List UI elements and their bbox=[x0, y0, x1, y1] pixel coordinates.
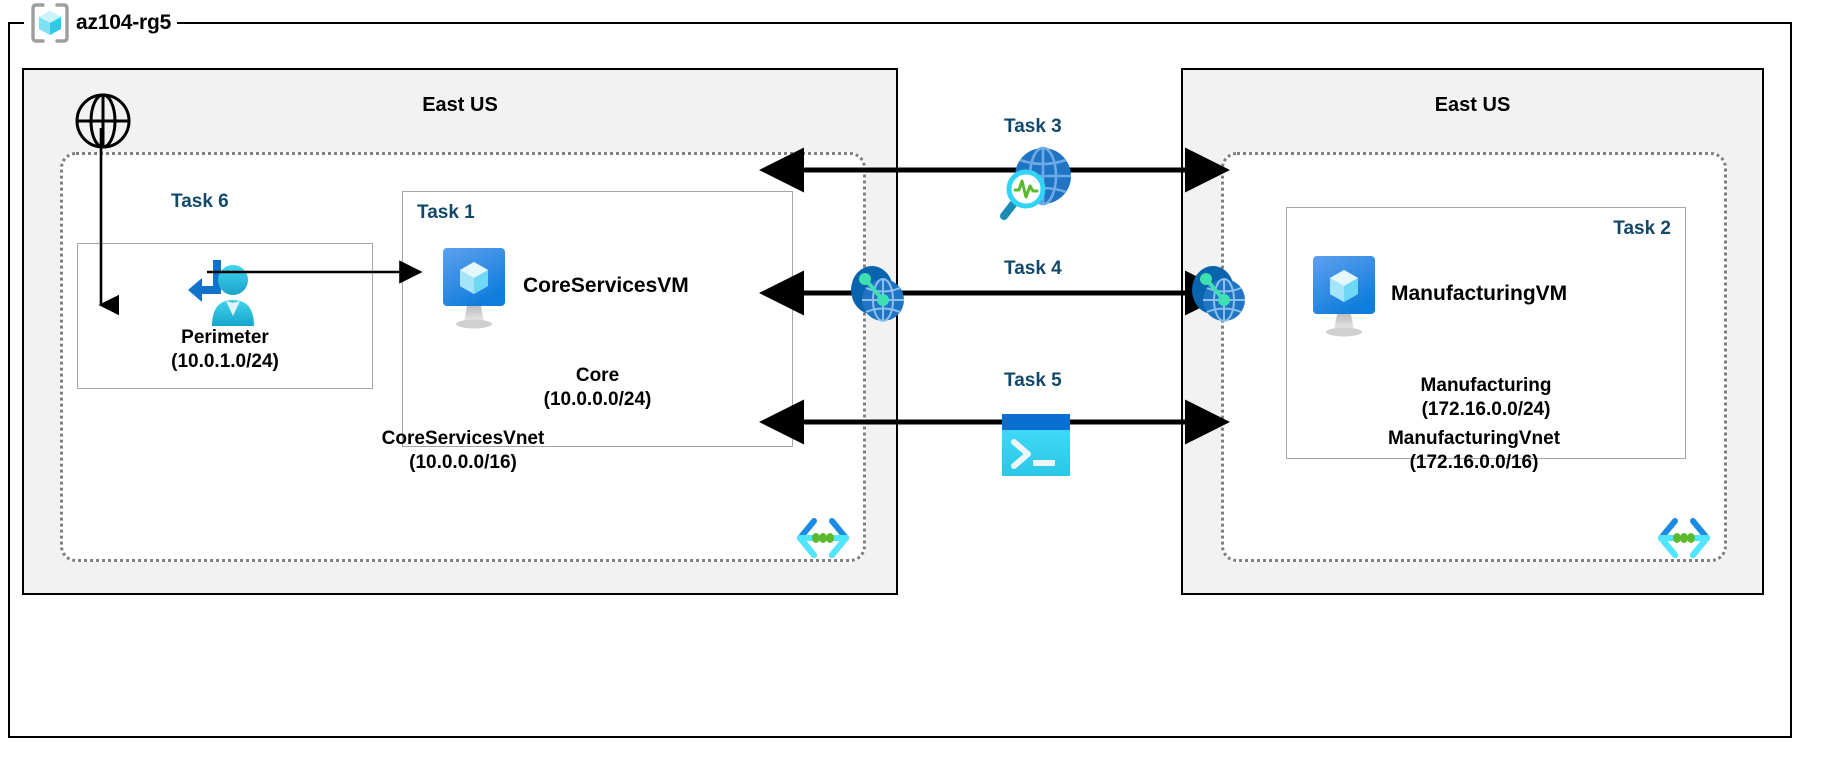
resource-group-title: az104-rg5 bbox=[24, 3, 178, 43]
subnet-core-labels: Core (10.0.0.0/24) bbox=[403, 364, 792, 413]
vnet-coreservices-name: CoreServicesVnet bbox=[381, 428, 545, 449]
region-panel-left: East US Task 6 bbox=[22, 68, 898, 595]
vnet-manufacturing: Task 2 bbox=[1221, 152, 1727, 562]
subnet-perimeter-name: Perimeter bbox=[181, 327, 269, 348]
task-label-5: Task 5 bbox=[1004, 370, 1062, 391]
subnet-manufacturing-cidr: (172.16.0.0/24) bbox=[1421, 399, 1551, 421]
virtual-network-icon bbox=[795, 515, 851, 566]
vnet-coreservices-labels: CoreServicesVnet (10.0.0.0/16) bbox=[63, 427, 863, 476]
virtual-machine-icon bbox=[439, 246, 509, 335]
virtual-network-icon bbox=[1656, 515, 1712, 566]
globe-internet-icon bbox=[74, 92, 132, 155]
subnet-core-name: Core bbox=[575, 365, 620, 386]
subnet-core: Task 1 bbox=[402, 191, 793, 447]
cloud-shell-cli-icon bbox=[1000, 412, 1072, 483]
vnet-manufacturing-cidr: (172.16.0.0/16) bbox=[1409, 452, 1539, 474]
task-label-3: Task 3 bbox=[1004, 116, 1062, 137]
vnet-peering-icon bbox=[845, 262, 911, 333]
subnet-manufacturing: Task 2 bbox=[1286, 207, 1686, 459]
region-title-right: East US bbox=[1434, 94, 1511, 116]
task-label-4: Task 4 bbox=[1004, 258, 1062, 279]
task-label-2: Task 2 bbox=[1613, 218, 1671, 239]
vnet-peering-icon bbox=[1186, 262, 1252, 333]
network-watcher-icon bbox=[992, 142, 1080, 233]
resource-group-frame bbox=[8, 22, 1792, 738]
bastion-user-icon bbox=[186, 256, 262, 333]
subnet-core-cidr: (10.0.0.0/24) bbox=[543, 389, 652, 411]
region-panel-right: East US Task 2 bbox=[1181, 68, 1764, 595]
subnet-perimeter: Perimeter (10.0.1.0/24) bbox=[77, 243, 373, 389]
subnet-perimeter-labels: Perimeter (10.0.1.0/24) bbox=[78, 326, 372, 375]
resource-group-cube-icon bbox=[30, 2, 70, 44]
task-label-1: Task 1 bbox=[417, 202, 475, 223]
subnet-manufacturing-name: Manufacturing bbox=[1420, 375, 1552, 396]
subnet-manufacturing-labels: Manufacturing (172.16.0.0/24) bbox=[1287, 374, 1685, 423]
vm-name-manufacturingvm: ManufacturingVM bbox=[1391, 282, 1568, 305]
vnet-manufacturing-labels: ManufacturingVnet (172.16.0.0/16) bbox=[1224, 427, 1724, 476]
virtual-machine-icon bbox=[1309, 254, 1379, 343]
subnet-perimeter-cidr: (10.0.1.0/24) bbox=[171, 351, 279, 373]
vnet-coreservices: Task 6 bbox=[60, 152, 866, 562]
vnet-manufacturing-name: ManufacturingVnet bbox=[1387, 428, 1561, 449]
task-label-6: Task 6 bbox=[171, 191, 229, 212]
vm-name-coreservicesvm: CoreServicesVM bbox=[523, 274, 689, 297]
vnet-coreservices-cidr: (10.0.0.0/16) bbox=[409, 452, 517, 474]
resource-group-name: az104-rg5 bbox=[76, 11, 172, 34]
region-title-left: East US bbox=[422, 94, 498, 116]
